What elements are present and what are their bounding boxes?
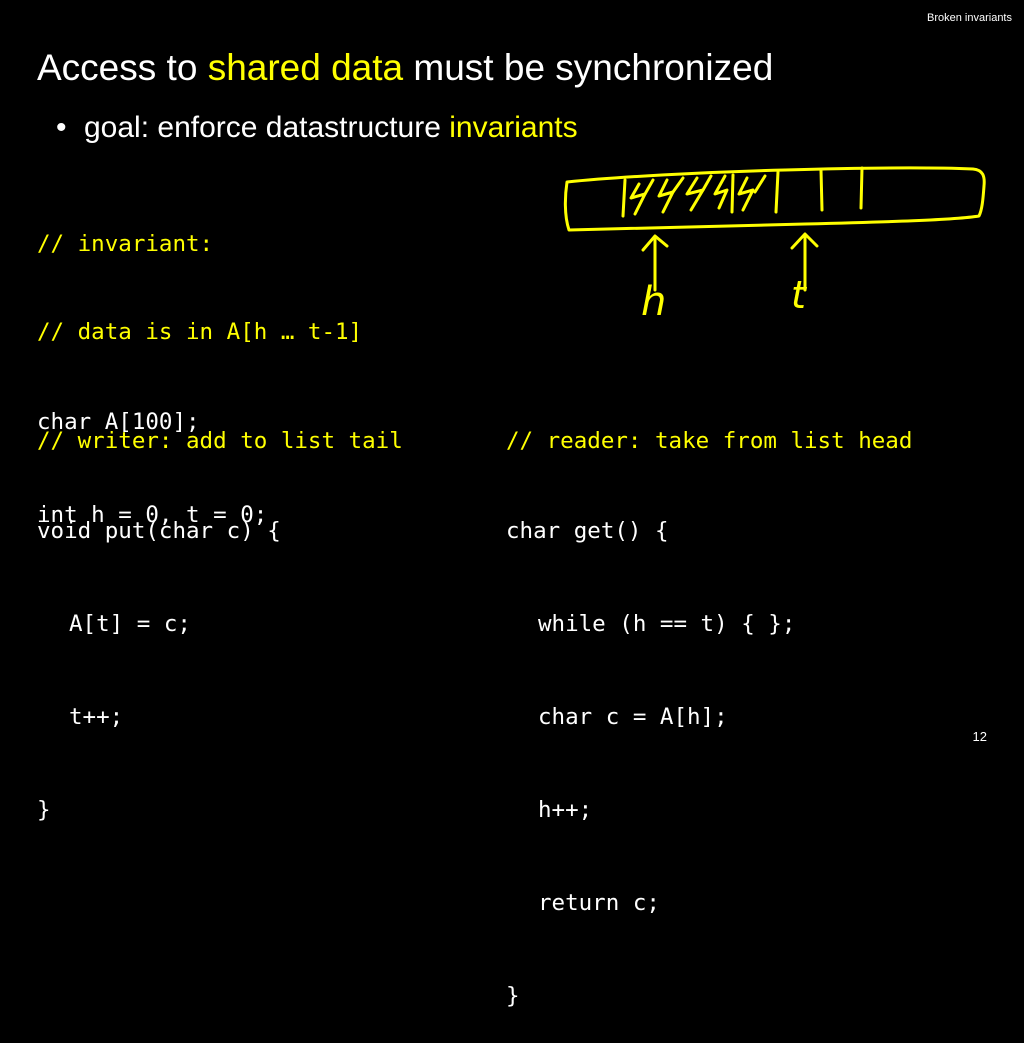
occupied-slot-hatch xyxy=(657,178,675,214)
head-label: h xyxy=(641,279,666,325)
reader-code-block: // reader: take from list head char get(… xyxy=(506,371,912,1043)
reader-signature: char get() { xyxy=(506,518,669,544)
array-declaration: char A[100]; xyxy=(37,409,200,435)
buffer-outline xyxy=(563,166,986,232)
bullet-text: goal: enforce datastructure xyxy=(84,111,450,144)
index-declaration: int h = 0, t = 0; xyxy=(37,502,268,528)
writer-increment-line: t++; xyxy=(69,704,124,730)
section-label: Broken invariants xyxy=(927,12,1012,24)
slot-divider xyxy=(774,170,780,214)
reader-read-line: char c = A[h]; xyxy=(538,704,728,730)
title-highlight: shared data xyxy=(207,47,404,88)
goal-bullet: • goal: enforce datastructure invariants xyxy=(56,108,578,148)
title-text-start: Access to xyxy=(37,47,208,88)
invariant-comment: // invariant: xyxy=(37,231,214,257)
writer-comment: // writer: add to list tail xyxy=(37,428,403,454)
reader-close-brace: } xyxy=(506,983,520,1009)
head-arrow xyxy=(641,234,669,292)
title-text-end: must be synchronized xyxy=(403,47,774,88)
invariant-range-comment: // data is in A[h … t-1] xyxy=(37,319,363,345)
occupied-slot-hatch xyxy=(701,174,713,192)
slot-divider xyxy=(859,166,864,210)
bullet-dot: • xyxy=(56,111,67,144)
declarations-code-block: // invariant: // data is in A[h … t-1] c… xyxy=(37,174,362,562)
writer-close-brace: } xyxy=(37,797,51,823)
writer-assign-line: A[t] = c; xyxy=(69,611,191,637)
occupied-slot-hatch xyxy=(629,182,647,216)
reader-increment-line: h++; xyxy=(538,797,593,823)
occupied-slot-hatch xyxy=(671,176,685,194)
reader-return-line: return c; xyxy=(538,890,660,916)
occupied-slot-hatch xyxy=(643,178,655,196)
reader-comment: // reader: take from list head xyxy=(506,428,913,454)
occupied-slot-hatch xyxy=(713,174,729,210)
occupied-slot-hatch xyxy=(753,174,767,194)
tail-label: t xyxy=(791,273,808,317)
slot-divider xyxy=(621,178,627,218)
occupied-slot-hatch xyxy=(737,176,755,212)
buffer-diagram: h t xyxy=(563,166,986,325)
slide-title: Access to shared data must be synchroniz… xyxy=(37,44,773,92)
writer-signature: void put(char c) { xyxy=(37,518,281,544)
occupied-slot-hatch xyxy=(685,176,705,212)
slot-divider xyxy=(819,168,824,212)
tail-arrow xyxy=(790,232,819,292)
bullet-highlight: invariants xyxy=(449,111,578,144)
writer-code-block: // writer: add to list tail void put(cha… xyxy=(37,371,403,857)
page-number: 12 xyxy=(972,729,987,744)
slot-divider xyxy=(730,173,735,214)
reader-wait-loop: while (h == t) { }; xyxy=(538,611,796,637)
